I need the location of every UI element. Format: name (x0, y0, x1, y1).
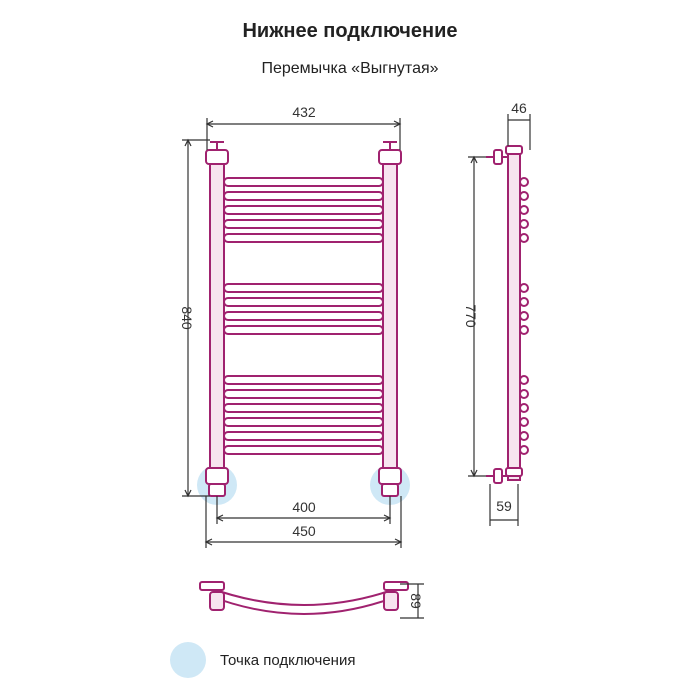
dim-top-width: 432 (292, 104, 316, 120)
dim-center-distance: 400 (292, 499, 316, 515)
dim-side-depth: 46 (511, 100, 527, 116)
side-dimensions (468, 114, 531, 526)
dim-side-height: 770 (463, 304, 479, 328)
rungs-group-3 (223, 375, 384, 455)
right-upright (382, 159, 398, 481)
rungs-group-1 (223, 177, 384, 243)
connection-point-legend-icon (170, 642, 206, 678)
bottom-view (199, 581, 409, 615)
left-bottom-fitting (205, 467, 229, 485)
front-dimensions (182, 118, 403, 548)
legend: Точка подключения (170, 640, 355, 680)
dim-side-bottom: 59 (496, 498, 512, 514)
diagram-subtitle: Перемычка «Выгнутая» (261, 60, 439, 77)
side-view (486, 145, 529, 484)
rungs-group-2 (223, 283, 384, 335)
diagram-title: Нижнее подключение (242, 20, 458, 42)
legend-label: Точка подключения (220, 651, 356, 669)
bottom-dimensions (400, 583, 424, 619)
left-upright (209, 159, 225, 481)
dim-bottom-width: 450 (292, 523, 316, 539)
right-top-cap (378, 149, 402, 165)
dim-bottom-view-depth: 89 (408, 593, 424, 609)
front-view (205, 141, 402, 497)
side-rung-ends (519, 177, 529, 455)
left-top-cap (205, 149, 229, 165)
right-bottom-fitting (378, 467, 402, 485)
side-upright (507, 149, 521, 481)
dim-total-height: 840 (179, 306, 195, 330)
